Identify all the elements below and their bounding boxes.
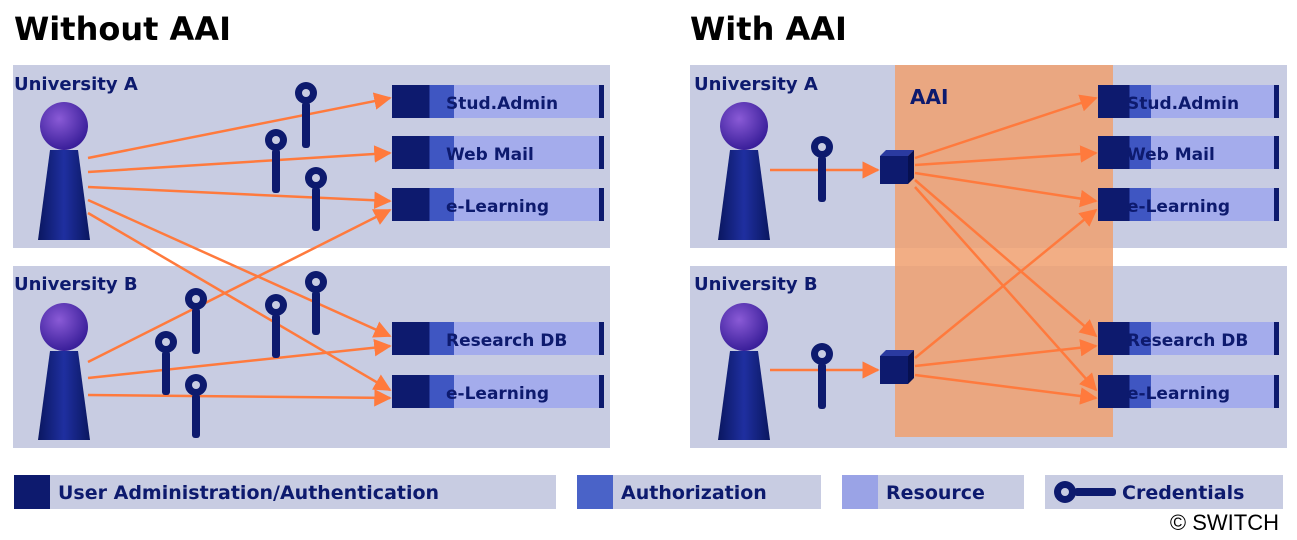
key-icon (305, 167, 327, 231)
right-title: With AAI (690, 10, 847, 48)
resource-label: e-Learning (1127, 384, 1230, 404)
right-user-b-icon (718, 303, 770, 440)
legend-authorization-label: Authorization (621, 482, 767, 504)
key-icon (155, 331, 177, 395)
resource-label: Stud.Admin (446, 94, 558, 114)
left-title: Without AAI (14, 10, 231, 48)
aai-auth-cube-b (880, 350, 914, 384)
left-credential-keys (155, 82, 327, 438)
right-resource-web-mail: Web Mail (1098, 136, 1279, 169)
left-resource-e-learning-b: e-Learning (392, 375, 604, 408)
copyright-text: © SWITCH (1169, 510, 1279, 535)
key-icon (185, 374, 207, 438)
resource-label: Web Mail (1127, 145, 1215, 165)
key-icon (295, 82, 317, 148)
key-icon (305, 271, 327, 335)
resource-label: Web Mail (446, 145, 534, 165)
right-credential-keys (811, 136, 833, 409)
legend-swatch-resource (842, 475, 878, 509)
legend-swatch-user-admin (14, 475, 50, 509)
legend-key-icon (1054, 481, 1116, 503)
resource-label: Research DB (446, 331, 567, 351)
key-icon (185, 288, 207, 354)
legend-resource-label: Resource (886, 482, 985, 504)
right-arrows (770, 94, 1098, 405)
resource-label: e-Learning (1127, 197, 1230, 217)
legend-user-admin-label: User Administration/Authentication (58, 482, 439, 504)
key-icon (811, 343, 833, 409)
resource-label: Research DB (1127, 331, 1248, 351)
left-uni-b-box (13, 266, 610, 448)
right-resource-e-learning-a: e-Learning (1098, 188, 1279, 221)
right-resource-research-db: Research DB (1098, 322, 1279, 355)
resource-label: e-Learning (446, 384, 549, 404)
left-resource-e-learning-a: e-Learning (392, 188, 604, 221)
left-user-a-icon (38, 102, 90, 240)
aai-auth-cube-a (880, 150, 914, 184)
right-uni-a-label: University A (694, 74, 818, 95)
aai-label: AAI (910, 85, 948, 109)
right-resource-e-learning-b: e-Learning (1098, 375, 1279, 408)
left-user-b-icon (38, 303, 90, 440)
left-resource-web-mail: Web Mail (392, 136, 604, 169)
left-uni-a-label: University A (14, 74, 138, 95)
key-icon (265, 129, 287, 193)
left-uni-b-label: University B (14, 274, 138, 295)
left-arrows (87, 92, 392, 407)
right-user-a-icon (718, 102, 770, 240)
resource-label: Stud.Admin (1127, 94, 1239, 114)
right-uni-b-label: University B (694, 274, 818, 295)
right-resource-stud-admin: Stud.Admin (1098, 85, 1279, 118)
left-resource-stud-admin: Stud.Admin (392, 85, 604, 118)
resource-label: e-Learning (446, 197, 549, 217)
legend-swatch-authorization (577, 475, 613, 509)
key-icon (265, 294, 287, 358)
legend-credentials-label: Credentials (1122, 482, 1244, 504)
key-icon (811, 136, 833, 202)
left-resource-research-db: Research DB (392, 322, 604, 355)
legend: User Administration/Authentication Autho… (14, 475, 1283, 509)
aai-box (895, 65, 1113, 437)
